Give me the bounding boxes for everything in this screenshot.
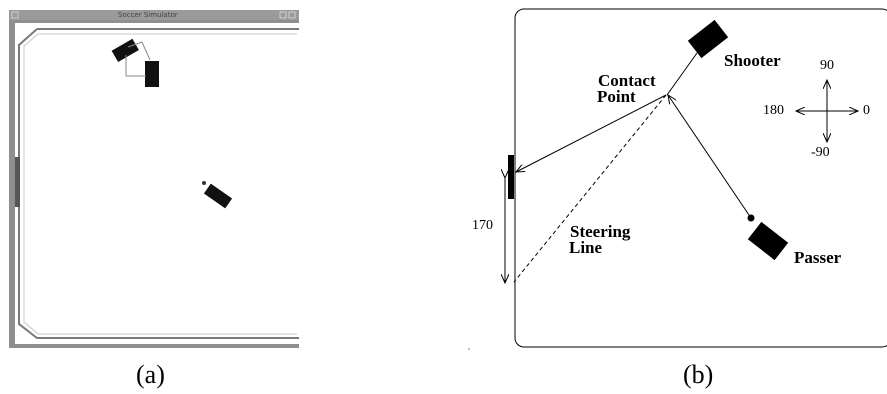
left-goal bbox=[15, 157, 20, 207]
distance-label: 170 bbox=[472, 218, 493, 233]
stray-dot bbox=[468, 348, 470, 350]
passer-label: Passer bbox=[794, 248, 842, 267]
contact-point-label-line2: Point bbox=[597, 87, 636, 106]
steering-line-label-line2: Line bbox=[569, 238, 603, 257]
goal-bar bbox=[508, 155, 514, 199]
pass-line bbox=[668, 95, 752, 219]
compass bbox=[796, 80, 858, 142]
compass-label-north: 90 bbox=[820, 58, 834, 73]
passer-ball bbox=[747, 214, 755, 222]
steering-line bbox=[513, 94, 667, 283]
simulator-window bbox=[9, 10, 299, 348]
compass-label-west: 180 bbox=[763, 103, 784, 118]
field-boundary bbox=[18, 28, 299, 339]
close-icon[interactable] bbox=[11, 11, 19, 19]
maximize-icon[interactable] bbox=[279, 11, 287, 19]
compass-label-south: -90 bbox=[811, 145, 830, 160]
shot-line bbox=[516, 94, 667, 172]
field-boundary-inner bbox=[23, 33, 297, 335]
shooter-label: Shooter bbox=[724, 51, 781, 70]
steering-line-label-line1: Steering bbox=[570, 222, 631, 241]
compass-label-east: 0 bbox=[863, 103, 870, 118]
agent-trajectory bbox=[125, 41, 151, 77]
field-outline bbox=[514, 8, 887, 348]
ball bbox=[202, 181, 206, 185]
caption-b: (b) bbox=[683, 360, 714, 389]
shooter-body bbox=[687, 19, 729, 59]
passer-body bbox=[747, 221, 789, 261]
caption-a: (a) bbox=[136, 360, 165, 389]
agent-car-3 bbox=[203, 183, 233, 209]
contact-point-label-line1: Contact bbox=[598, 71, 656, 90]
agent-car-2 bbox=[145, 61, 159, 87]
agent-car-1 bbox=[111, 38, 139, 63]
shooter-approach-line bbox=[666, 52, 698, 96]
window-title: Soccer Simulator bbox=[118, 11, 178, 19]
window-titlebar bbox=[9, 10, 299, 20]
minimize-icon[interactable] bbox=[288, 11, 296, 19]
